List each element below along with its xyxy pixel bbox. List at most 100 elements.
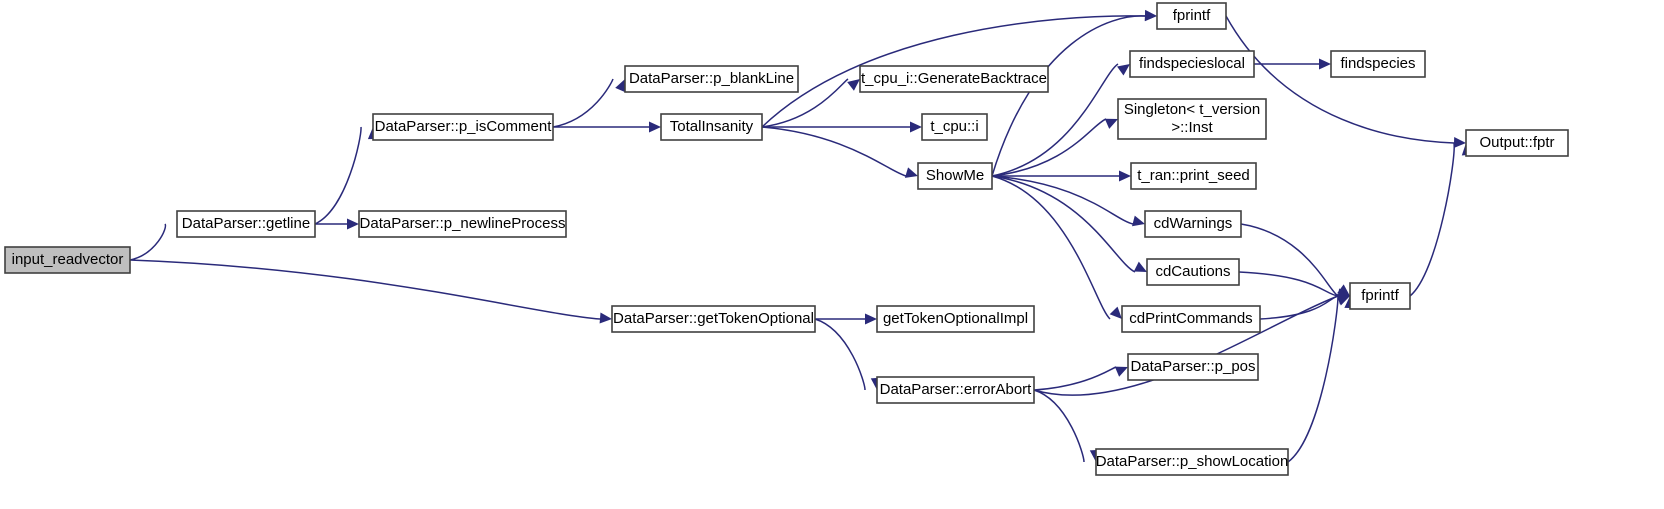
node-box-ShowMe[interactable]	[917, 162, 993, 190]
edge-input_readvector-to-getline	[129, 223, 167, 261]
node-TotalInsanity[interactable]: TotalInsanity	[660, 113, 763, 141]
node-errorAbort[interactable]: DataParser::errorAbort	[876, 376, 1035, 404]
node-box-p_pos[interactable]	[1127, 353, 1259, 381]
node-box-t_cpu_i[interactable]	[921, 113, 988, 141]
node-label-t_cpu_i: t_cpu::i	[930, 118, 978, 135]
arrowhead-TotalInsanity-to-t_cpu_i	[910, 121, 922, 133]
arrowhead-ShowMe-to-singleton_inst	[1104, 118, 1118, 129]
arrowhead-findspecieslocal-to-findspecies	[1319, 58, 1331, 70]
arrowhead-getTokenOptional-to-getTokenOptionalImpl	[865, 313, 877, 325]
node-p_blankLine[interactable]: DataParser::p_blankLine	[624, 65, 799, 93]
node-label-p_isComment: DataParser::p_isComment	[375, 118, 553, 135]
edge-TotalInsanity-to-fprintf_top	[761, 15, 1146, 128]
node-p_newlineProcess[interactable]: DataParser::p_newlineProcess	[358, 210, 567, 238]
node-getTokenOptionalImpl[interactable]: getTokenOptionalImpl	[876, 305, 1035, 333]
arrowhead-ShowMe-to-cdWarnings	[1132, 215, 1145, 227]
edge-p_showLocation-to-fprintf_mid	[1287, 295, 1339, 463]
node-ShowMe[interactable]: ShowMe	[917, 162, 993, 190]
node-box-errorAbort[interactable]	[876, 376, 1035, 404]
node-label-getTokenOptional: DataParser::getTokenOptional	[613, 310, 814, 327]
node-label-TotalInsanity: TotalInsanity	[670, 118, 754, 135]
node-singleton_inst[interactable]: Singleton< t_version>::Inst	[1117, 98, 1267, 140]
edge-p_isComment-to-p_blankLine	[552, 78, 614, 128]
node-fprintf_top[interactable]: fprintf	[1156, 2, 1227, 30]
arrowhead-p_isComment-to-p_blankLine	[615, 79, 626, 93]
node-label-p_blankLine: DataParser::p_blankLine	[629, 70, 794, 87]
arrowhead-ShowMe-to-fprintf_top	[1144, 9, 1157, 21]
node-box-fprintf_top[interactable]	[1156, 2, 1227, 30]
node-box-cdWarnings[interactable]	[1144, 210, 1242, 238]
node-box-print_seed[interactable]	[1130, 162, 1257, 190]
node-box-fprintf_mid[interactable]	[1349, 282, 1411, 310]
edge-fprintf_mid-to-Output_fptr	[1409, 142, 1455, 297]
node-box-input_readvector[interactable]	[4, 246, 131, 274]
node-GenerateBacktrace[interactable]: t_cpu_i::GenerateBacktrace	[859, 65, 1049, 93]
arrowhead-p_isComment-to-TotalInsanity	[649, 121, 661, 133]
node-label-getTokenOptionalImpl: getTokenOptionalImpl	[883, 310, 1028, 327]
edge-input_readvector-to-getTokenOptional	[129, 259, 601, 320]
node-label-findspecies: findspecies	[1340, 55, 1415, 72]
node-box-p_isComment[interactable]	[372, 113, 554, 141]
node-box-GenerateBacktrace[interactable]	[859, 65, 1049, 93]
arrowhead-errorAbort-to-fprintf_mid	[1336, 295, 1350, 306]
node-p_pos[interactable]: DataParser::p_pos	[1127, 353, 1259, 381]
node-cdPrintCommands[interactable]: cdPrintCommands	[1121, 305, 1261, 333]
node-box-findspecies[interactable]	[1330, 50, 1426, 78]
node-box-p_showLocation[interactable]	[1095, 448, 1289, 476]
node-box-p_blankLine[interactable]	[624, 65, 799, 93]
node-box-singleton_inst[interactable]	[1117, 98, 1267, 140]
node-label-findspecieslocal: findspecieslocal	[1139, 55, 1245, 72]
node-box-getline[interactable]	[176, 210, 316, 238]
node-label-cdCautions: cdCautions	[1155, 263, 1230, 280]
node-input_readvector[interactable]: input_readvector	[4, 246, 131, 274]
node-box-getTokenOptional[interactable]	[611, 305, 816, 333]
node-box-TotalInsanity[interactable]	[660, 113, 763, 141]
node-box-p_newlineProcess[interactable]	[358, 210, 567, 238]
arrowhead-ShowMe-to-cdCautions	[1133, 261, 1147, 272]
node-fprintf_mid[interactable]: fprintf	[1349, 282, 1411, 310]
edge-ShowMe-to-cdWarnings	[991, 175, 1134, 225]
node-cdWarnings[interactable]: cdWarnings	[1144, 210, 1242, 238]
node-label-p_newlineProcess: DataParser::p_newlineProcess	[360, 215, 566, 232]
edge-cdPrintCommands-to-fprintf_mid	[1259, 295, 1339, 320]
node-print_seed[interactable]: t_ran::print_seed	[1130, 162, 1257, 190]
node-box-getTokenOptionalImpl[interactable]	[876, 305, 1035, 333]
node-label-singleton_inst: Singleton< t_version	[1124, 101, 1260, 118]
node-box-Output_fptr[interactable]	[1465, 129, 1569, 157]
node-box-findspecieslocal[interactable]	[1129, 50, 1255, 78]
node-getTokenOptional[interactable]: DataParser::getTokenOptional	[611, 305, 816, 333]
edges-layer	[129, 9, 1473, 463]
node-label-ShowMe: ShowMe	[926, 167, 984, 184]
node-label-Output_fptr: Output::fptr	[1479, 134, 1554, 151]
node-Output_fptr[interactable]: Output::fptr	[1465, 129, 1569, 157]
arrowhead-input_readvector-to-getTokenOptional	[599, 312, 612, 324]
arrowhead-ShowMe-to-findspecieslocal	[1117, 64, 1130, 76]
node-t_cpu_i[interactable]: t_cpu::i	[921, 113, 988, 141]
node-label-getline: DataParser::getline	[182, 215, 310, 232]
arrowhead-ShowMe-to-print_seed	[1119, 170, 1131, 182]
edge-errorAbort-to-p_pos	[1033, 366, 1117, 391]
node-p_showLocation[interactable]: DataParser::p_showLocation	[1095, 448, 1289, 476]
node-label-GenerateBacktrace: t_cpu_i::GenerateBacktrace	[861, 70, 1047, 87]
node-findspecieslocal[interactable]: findspecieslocal	[1129, 50, 1255, 78]
edge-cdWarnings-to-fprintf_mid	[1240, 223, 1339, 297]
node-findspecies[interactable]: findspecies	[1330, 50, 1426, 78]
node-p_isComment[interactable]: DataParser::p_isComment	[372, 113, 554, 141]
node-label-input_readvector: input_readvector	[12, 251, 124, 268]
arrowhead-getline-to-p_newlineProcess	[347, 218, 359, 230]
node-getline[interactable]: DataParser::getline	[176, 210, 316, 238]
node-label-print_seed: t_ran::print_seed	[1137, 167, 1250, 184]
arrowhead-fprintf_top-to-Output_fptr	[1453, 137, 1466, 149]
edge-ShowMe-to-fprintf_top	[991, 15, 1146, 177]
node-label-p_pos: DataParser::p_pos	[1130, 358, 1255, 375]
edge-getTokenOptional-to-errorAbort	[814, 318, 866, 391]
node-label-singleton_inst: >::Inst	[1171, 119, 1213, 136]
node-cdCautions[interactable]: cdCautions	[1146, 258, 1240, 286]
arrowhead-ShowMe-to-cdPrintCommands	[1109, 306, 1122, 319]
node-box-cdCautions[interactable]	[1146, 258, 1240, 286]
arrowhead-errorAbort-to-p_pos	[1114, 366, 1128, 377]
edge-errorAbort-to-p_showLocation	[1033, 389, 1085, 463]
node-box-cdPrintCommands[interactable]	[1121, 305, 1261, 333]
